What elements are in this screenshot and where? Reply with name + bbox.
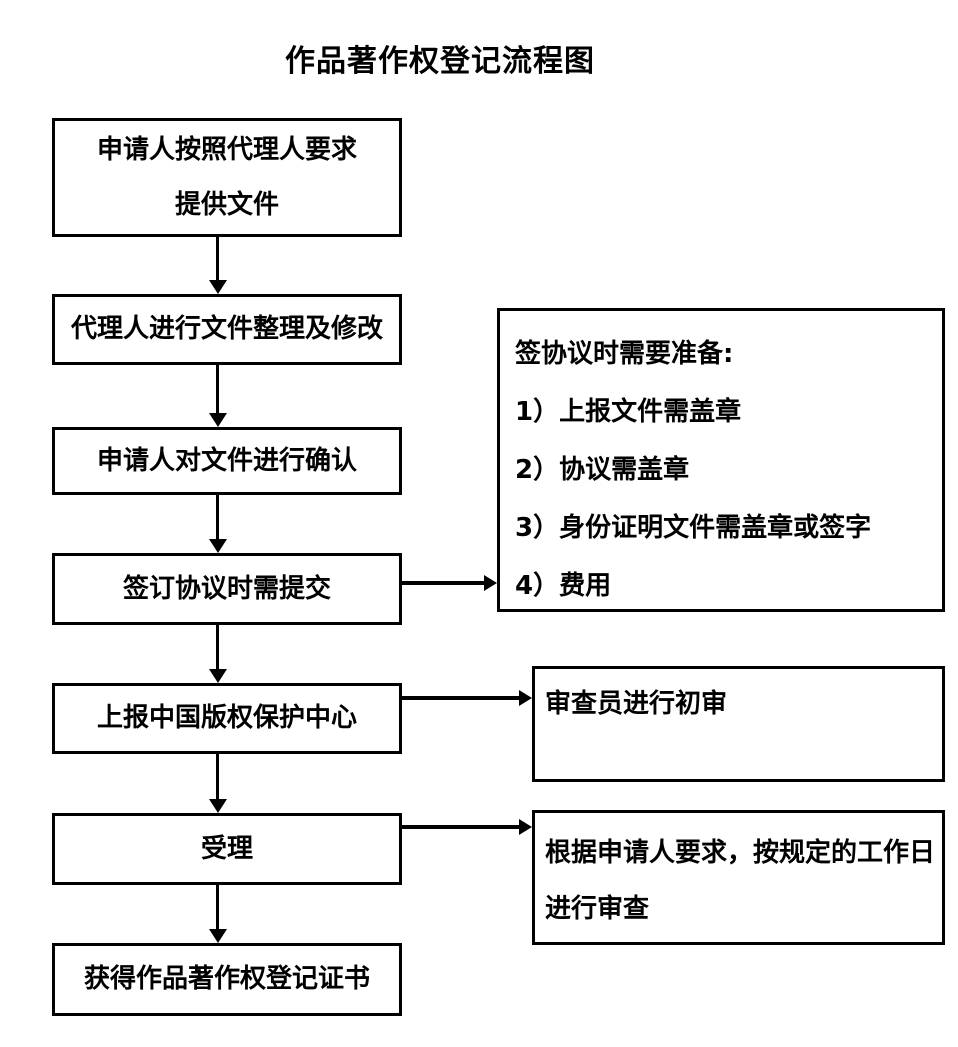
flow-step-provide-documents: 申请人按照代理人要求 提供文件 (52, 118, 402, 237)
note-line-item-2: 2）协议需盖章 (515, 455, 690, 485)
note-line-conduct-review: 进行审查 (545, 894, 650, 924)
arrow-head (209, 280, 227, 294)
arrow-shaft (216, 495, 219, 540)
flow-step-applicant-confirm: 申请人对文件进行确认 (52, 427, 402, 495)
note-line-review: 审查员进行初审 (545, 689, 728, 719)
arrow-shaft (216, 625, 219, 670)
flow-step-acceptance: 受理 (52, 813, 402, 885)
flow-step-report-copyright-center: 上报中国版权保护中心 (52, 683, 402, 754)
note-box-preliminary-review: 审查员进行初审 (532, 666, 945, 782)
arrow-head (209, 669, 227, 683)
page-title: 作品著作权登记流程图 (285, 44, 595, 79)
arrow-head (519, 819, 532, 835)
arrow-head (484, 575, 497, 591)
arrow-shaft (216, 237, 219, 282)
arrow-shaft (216, 754, 219, 800)
flow-step-obtain-certificate: 获得作品著作权登记证书 (52, 943, 402, 1016)
arrow-head (209, 929, 227, 943)
note-line-heading: 签协议时需要准备: (515, 339, 734, 369)
note-box-review-working-days: 根据申请人要求，按规定的工作日 进行审查 (532, 810, 945, 945)
arrow-shaft (402, 696, 520, 700)
flow-step-agent-organize: 代理人进行文件整理及修改 (52, 294, 402, 365)
flow-step-sign-agreement-submit: 签订协议时需提交 (52, 553, 402, 625)
note-line-item-3: 3）身份证明文件需盖章或签字 (515, 513, 872, 543)
arrow-shaft (216, 885, 219, 930)
arrow-head (519, 690, 532, 706)
arrow-head (209, 413, 227, 427)
note-line-working-days: 根据申请人要求，按规定的工作日 (545, 838, 936, 868)
arrow-shaft (402, 581, 486, 585)
arrow-shaft (402, 825, 520, 829)
note-line-item-4: 4）费用 (515, 571, 612, 601)
arrow-head (209, 539, 227, 553)
arrow-shaft (216, 365, 219, 414)
note-box-agreement-preparation: 签协议时需要准备: 1）上报文件需盖章 2）协议需盖章 3）身份证明文件需盖章或… (497, 308, 945, 612)
arrow-head (209, 799, 227, 813)
note-line-item-1: 1）上报文件需盖章 (515, 397, 742, 427)
